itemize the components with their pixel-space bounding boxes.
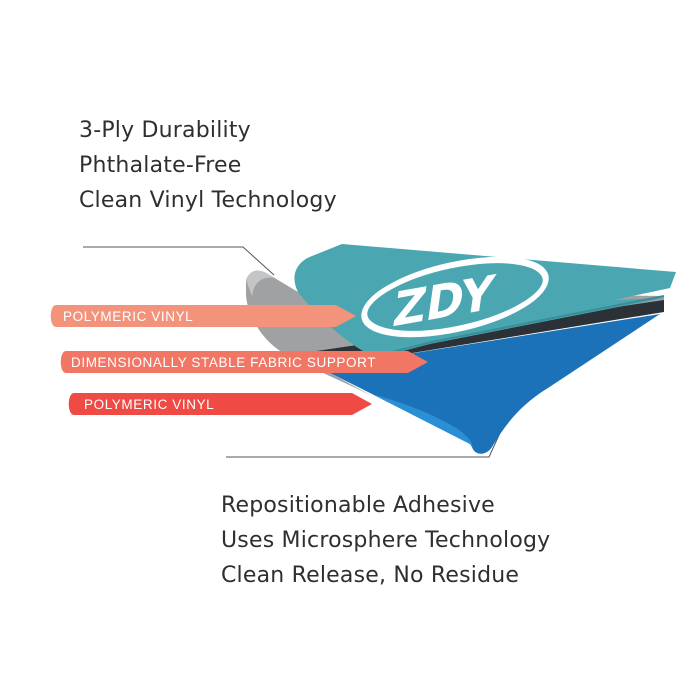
label-arrow-2 [60,351,428,373]
label-polymeric-vinyl-top: POLYMERIC VINYL [50,305,356,327]
top-leader-line [83,246,275,276]
feature-3-ply-durability: 3-Ply Durability [79,118,251,143]
feature-repositionable-adhesive: Repositionable Adhesive [221,493,495,518]
label-text-3: POLYMERIC VINYL [84,397,214,412]
label-fabric-support: DIMENSIONALLY STABLE FABRIC SUPPORT [60,351,428,373]
feature-clean-release: Clean Release, No Residue [221,563,520,588]
label-arrow-3 [68,393,372,415]
fabric-curl-shadow [246,270,275,296]
label-polymeric-vinyl-bottom: POLYMERIC VINYL [68,393,372,415]
feature-clean-vinyl-technology: Clean Vinyl Technology [79,188,337,213]
feature-microsphere-technology: Uses Microsphere Technology [221,528,551,553]
adhesive-layer [320,314,660,454]
label-text-1: POLYMERIC VINYL [63,309,193,324]
label-text-2: DIMENSIONALLY STABLE FABRIC SUPPORT [71,355,376,370]
feature-phthalate-free: Phthalate-Free [79,153,242,178]
label-arrow-1 [50,305,356,327]
top-feature-list: 3-Ply Durability Phthalate-Free Clean Vi… [79,113,337,218]
bottom-feature-list: Repositionable Adhesive Uses Microsphere… [221,488,550,593]
